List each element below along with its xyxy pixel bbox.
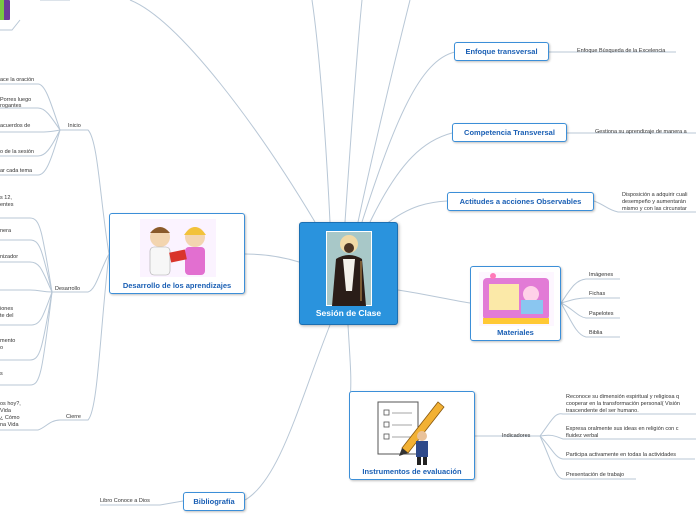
inicio-fragment[interactable]: ace la oración (0, 77, 35, 83)
desarrollo-aprendizajes-node[interactable]: Desarrollo de los aprendizajes (109, 213, 245, 294)
actitudes-leaf-line-3: mismo y con las circunstar (622, 206, 687, 212)
saint-portrait-icon (326, 231, 372, 306)
desarrollo-fragment: o (0, 345, 4, 351)
toy-box-icon (479, 272, 554, 326)
indicador-1-line-1[interactable]: Reconoce su dimensión espiritual y relig… (566, 394, 680, 400)
materiales-item[interactable]: Biblia (589, 330, 603, 336)
inicio-fragment[interactable]: ar cada tema (0, 168, 33, 174)
materiales-item[interactable]: Fichas (589, 291, 606, 297)
competencia-transversal-node[interactable]: Competencia Transversal (452, 123, 567, 142)
actitudes-node[interactable]: Actitudes a acciones Observables (447, 192, 594, 211)
pencil-checklist-icon (377, 401, 445, 465)
enfoque-transversal-label: Enfoque transversal (465, 47, 538, 56)
bibliografia-leaf[interactable]: Libro Conoce a Dios (100, 498, 150, 504)
materiales-node[interactable]: Materiales (470, 266, 561, 341)
desarrollo-fragment[interactable]: mento (0, 338, 16, 344)
desarrollo-fragment: entes (0, 202, 14, 208)
materiales-item[interactable]: Imágenes (589, 272, 614, 278)
phase-desarrollo[interactable]: Desarrollo (55, 286, 81, 292)
desarrollo-fragment[interactable]: nizador (0, 254, 19, 260)
bibliografia-node[interactable]: Bibliografía (183, 492, 245, 511)
phase-cierre[interactable]: Cierre (66, 414, 81, 420)
desarrollo-fragment[interactable]: s (0, 371, 3, 377)
competencia-leaf[interactable]: Gestiona su aprendizaje de manera a (595, 129, 687, 135)
indicador-1-line-2: cooperar en la transformación personal( … (566, 401, 680, 407)
indicador-4[interactable]: Presentación de trabajo (566, 472, 625, 478)
inicio-fragment: rogantes (0, 103, 22, 109)
desarrollo-aprendizajes-label: Desarrollo de los aprendizajes (122, 281, 232, 290)
actitudes-leaf-line-2: desempeño y aumentarán (622, 199, 686, 205)
actitudes-label: Actitudes a acciones Observables (459, 197, 582, 206)
desarrollo-fragment[interactable]: iones (0, 306, 14, 312)
inicio-fragment[interactable]: o de la sesión (0, 149, 34, 155)
instrumentos-node[interactable]: Instrumentos de evaluación (349, 391, 475, 480)
indicadores-label[interactable]: Indicadores (502, 433, 531, 439)
indicador-2-line-2: fluidez verbal (566, 433, 599, 439)
enfoque-transversal-node[interactable]: Enfoque transversal (454, 42, 549, 61)
indicador-3[interactable]: Participa activamente en todas la activi… (566, 452, 677, 458)
inicio-fragment[interactable]: acuerdos de (0, 123, 31, 129)
top-left-card-image (0, 0, 10, 20)
cierre-fragment: ¿ Cómo (0, 415, 20, 421)
cierre-fragment[interactable]: os hoy?, (0, 401, 21, 407)
desarrollo-fragment[interactable]: nera (0, 228, 12, 234)
indicador-1-line-3: trascendente del ser humano. (566, 408, 639, 414)
cierre-fragment: na Vida (0, 422, 19, 428)
desarrollo-fragment: te del (0, 313, 14, 319)
actitudes-leaf-line-1[interactable]: Disposición a adquirir cuali (622, 192, 688, 198)
instrumentos-label: Instrumentos de evaluación (362, 467, 462, 476)
two-children-icon (140, 219, 216, 277)
top-left-card-stripe (0, 0, 4, 20)
inicio-fragment[interactable]: Porres luego (0, 97, 32, 103)
competencia-transversal-label: Competencia Transversal (464, 128, 555, 137)
phase-inicio[interactable]: Inicio (68, 123, 81, 129)
bibliografia-label: Bibliografía (193, 497, 235, 506)
materiales-label: Materiales (497, 328, 534, 337)
materiales-item[interactable]: Papelotes (589, 311, 614, 317)
central-topic[interactable]: Sesión de Clase (299, 222, 398, 325)
desarrollo-fragment[interactable]: s 12, (0, 195, 12, 201)
enfoque-leaf[interactable]: Enfoque Búsqueda de la Excelencia (577, 48, 666, 54)
central-topic-title: Sesión de Clase (315, 308, 382, 318)
indicador-2-line-1[interactable]: Expresa oralmente sus ideas en religión … (566, 426, 679, 432)
cierre-fragment: Vida (0, 408, 11, 414)
